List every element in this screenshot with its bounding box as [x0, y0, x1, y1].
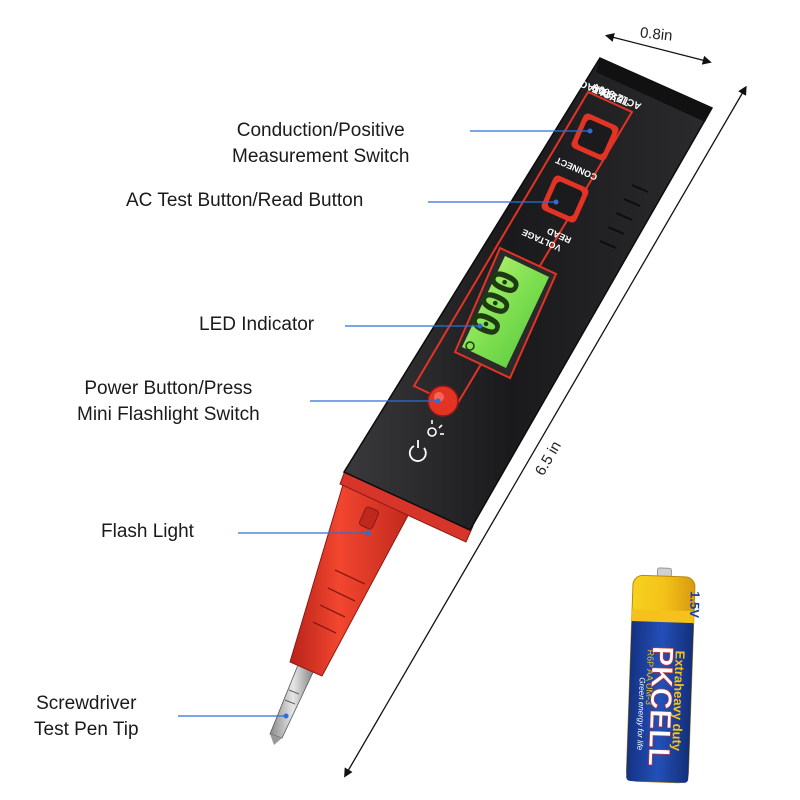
battery-type: Extraheavy duty — [669, 650, 688, 752]
callout-lines — [178, 128, 593, 719]
width-dimension-label: 0.8in — [639, 24, 674, 45]
aa-battery: R6P AA UM-3 1.5V PKCELL Extraheavy duty … — [625, 567, 703, 784]
callout-flash-line1: Flash Light — [101, 521, 194, 542]
callout-test-pen-tip: Screwdriver Test Pen Tip — [34, 691, 139, 743]
voltage-tester-pen: AC12-300V TESTER VOLTAGE CONNECT READ VO… — [269, 57, 714, 745]
callout-conduction-line2: Measurement Switch — [232, 146, 410, 167]
battery-slogan: Green energy for life — [635, 677, 647, 751]
callout-flash-light: Flash Light — [101, 519, 194, 545]
callout-power-button: Power Button/Press Mini Flashlight Switc… — [77, 376, 260, 428]
power-symbol-icon — [465, 341, 475, 351]
length-dimension-arrow — [344, 85, 747, 778]
callout-power-line1: Power Button/Press — [84, 378, 253, 399]
connect-button[interactable] — [570, 112, 620, 162]
callout-conduction-switch: Conduction/Positive Measurement Switch — [232, 118, 409, 170]
callout-conduction-line1: Conduction/Positive — [236, 120, 405, 141]
battery-model: R6P AA UM-3 — [644, 649, 656, 705]
callout-ac-test-line1: AC Test Button/Read Button — [126, 190, 364, 211]
callout-ac-test-button: AC Test Button/Read Button — [126, 188, 363, 214]
battery-brand: PKCELL — [642, 645, 679, 766]
callout-tip-line2: Test Pen Tip — [34, 719, 139, 740]
red-nose-cone — [289, 477, 413, 677]
read-button[interactable] — [540, 174, 590, 224]
battery-blue-wrap — [626, 619, 694, 783]
callout-led-line1: LED Indicator — [199, 314, 315, 335]
power-button[interactable] — [427, 385, 459, 417]
power-glyph-icon — [408, 440, 427, 462]
callout-power-line2: Mini Flashlight Switch — [77, 404, 260, 425]
callout-led-indicator: LED Indicator — [199, 312, 314, 338]
flashlight-icon — [427, 420, 444, 437]
battery-voltage: 1.5V — [687, 591, 703, 619]
screwdriver-tip — [269, 659, 317, 745]
grip-ridges — [599, 184, 649, 249]
callout-tip-line1: Screwdriver — [36, 693, 137, 714]
width-dimension-arrow — [604, 33, 712, 65]
